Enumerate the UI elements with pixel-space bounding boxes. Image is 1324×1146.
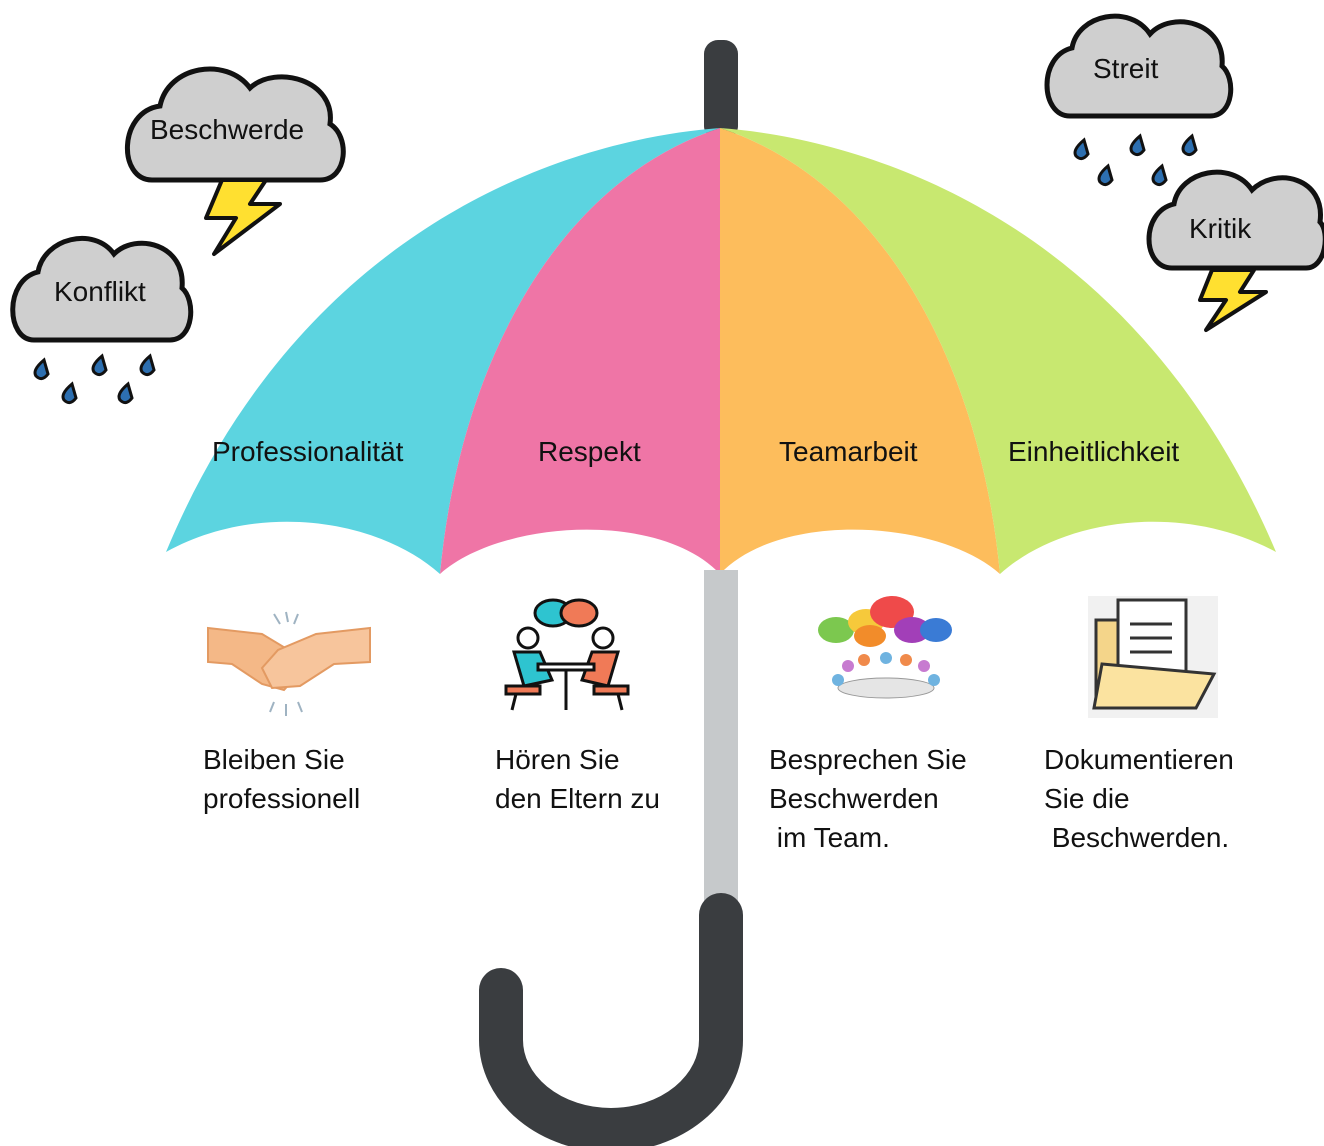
tip-text-zuhoeren: Hören Sie den Eltern zu <box>495 744 660 814</box>
cloud-streit <box>1044 13 1234 187</box>
cloud-konflikt <box>10 235 194 405</box>
lightning-icon <box>204 178 282 256</box>
panel-label-respekt: Respekt <box>538 436 641 467</box>
lightning-icon <box>1198 268 1268 332</box>
umbrella-shaft <box>704 570 738 915</box>
rain-icon <box>33 353 156 405</box>
conversation-icon <box>504 598 630 711</box>
team-meeting-icon <box>818 596 952 699</box>
canopy-panel-einheitlichkeit <box>720 128 1276 574</box>
canopy-panel-respekt <box>440 128 720 574</box>
handshake-icon <box>207 611 371 716</box>
panel-label-professionalitaet: Professionalität <box>212 436 404 467</box>
cloud-label-beschwerde: Beschwerde <box>150 114 305 145</box>
umbrella-handle <box>479 893 743 1146</box>
cloud-label-kritik: Kritik <box>1189 213 1252 244</box>
canopy-panel-teamarbeit <box>720 128 1000 574</box>
cloud-kritik <box>1146 169 1324 332</box>
tip-text-professionell: Bleiben Sie professionell <box>203 744 361 814</box>
cloud-beschwerde <box>124 66 346 256</box>
umbrella-tip <box>704 40 738 140</box>
panel-label-einheitlichkeit: Einheitlichkeit <box>1008 436 1180 467</box>
cloud-label-konflikt: Konflikt <box>54 276 146 307</box>
tip-text-dokumentieren: Dokumentieren Sie die Beschwerden. <box>1044 744 1234 853</box>
cloud-label-streit: Streit <box>1093 53 1159 84</box>
canopy-panel-professionalitaet <box>166 128 720 574</box>
panel-label-teamarbeit: Teamarbeit <box>779 436 918 467</box>
rain-icon <box>1073 133 1198 187</box>
folder-document-icon <box>1088 596 1218 718</box>
tip-text-team: Besprechen Sie Beschwerden im Team. <box>769 744 967 853</box>
